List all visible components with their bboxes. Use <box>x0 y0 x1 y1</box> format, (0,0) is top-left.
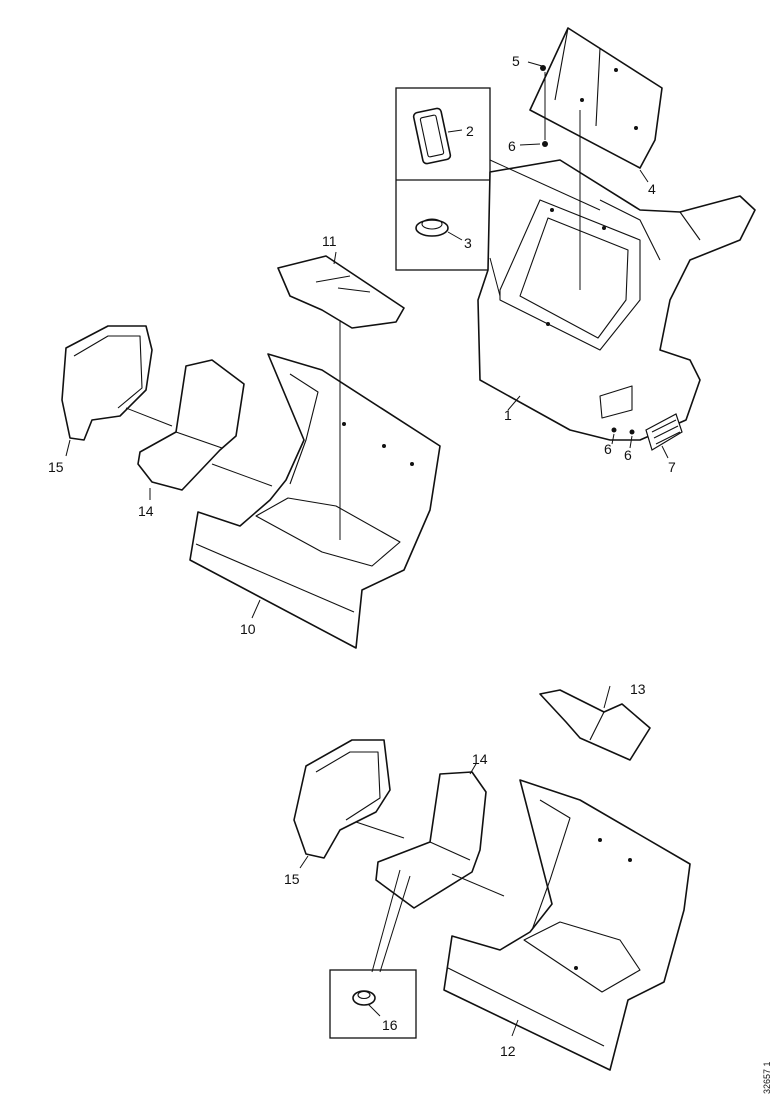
drawing-code: 32657 1 <box>762 1061 772 1094</box>
part-4-upper-panel <box>529 27 663 169</box>
label-16: 16 <box>382 1017 398 1033</box>
label-2: 2 <box>466 123 474 139</box>
part-11-mat <box>277 255 405 329</box>
fastener-6a <box>542 141 548 147</box>
part-14-bracket-upper <box>137 359 245 491</box>
label-6c: 6 <box>624 447 632 463</box>
label-12: 12 <box>500 1043 516 1059</box>
part-14-bracket-lower <box>375 771 487 909</box>
label-13: 13 <box>630 681 646 697</box>
part-7-grille <box>645 413 683 451</box>
leader-lines <box>65 61 669 1037</box>
label-4: 4 <box>648 181 656 197</box>
fastener-5 <box>540 65 546 71</box>
inset-box-parts-2-3 <box>395 87 491 271</box>
label-14a: 14 <box>138 503 154 519</box>
part-12-floor-panel <box>443 779 691 1071</box>
label-5: 5 <box>512 53 520 69</box>
label-14b: 14 <box>472 751 488 767</box>
part-15-side-cover-lower <box>293 739 391 859</box>
fastener-6c <box>629 429 635 435</box>
label-11: 11 <box>322 233 337 249</box>
label-1: 1 <box>504 407 512 423</box>
label-6a: 6 <box>508 138 516 154</box>
part-13-tray <box>539 689 651 761</box>
part-2-frame <box>412 107 452 165</box>
label-15b: 15 <box>284 871 300 887</box>
label-7: 7 <box>668 459 676 475</box>
label-6b: 6 <box>604 441 612 457</box>
label-3: 3 <box>464 235 472 251</box>
part-15-side-cover-upper <box>61 325 153 441</box>
part-1-main-panel <box>477 159 756 441</box>
label-15a: 15 <box>48 459 64 475</box>
part-3-plug <box>415 218 449 237</box>
inset-box-part-16 <box>329 969 417 1039</box>
callout-labels: 1 2 3 4 5 6 6 6 7 10 11 12 13 14 14 15 1… <box>48 53 676 1059</box>
fastener-6b <box>611 427 617 433</box>
part-10-floor-panel <box>189 353 441 649</box>
part-16-plug <box>352 990 376 1006</box>
label-10: 10 <box>240 621 256 637</box>
